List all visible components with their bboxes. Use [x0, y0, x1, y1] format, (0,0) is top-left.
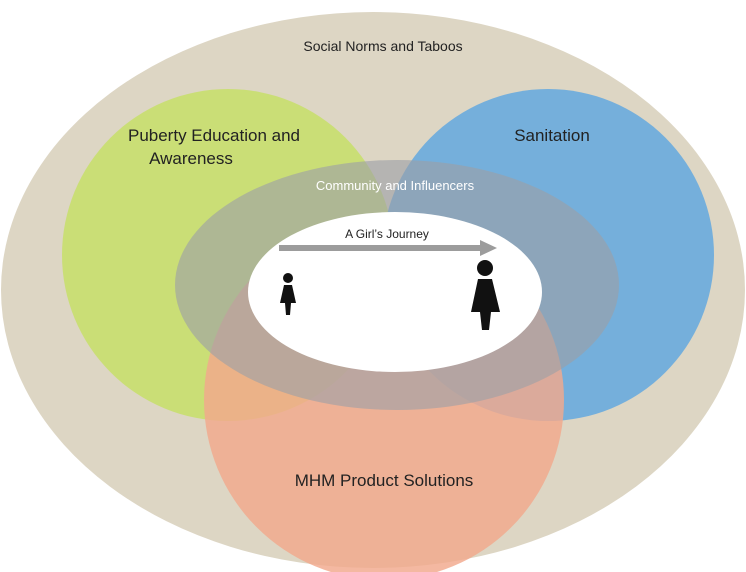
bottom-circle-label: MHM Product Solutions	[295, 471, 474, 490]
woman-large-icon	[471, 260, 500, 330]
journey-arrow-icon	[279, 240, 497, 256]
center-ellipse-girls-journey	[248, 212, 542, 372]
outer-label: Social Norms and Taboos	[303, 38, 462, 54]
left-circle-label-line2: Awareness	[149, 149, 233, 168]
middle-ring-label: Community and Influencers	[316, 178, 475, 193]
left-circle-label-line1: Puberty Education and	[128, 126, 300, 145]
girl-small-icon	[280, 273, 296, 315]
right-circle-label: Sanitation	[514, 126, 590, 145]
center-label: A Girl’s Journey	[345, 227, 429, 241]
